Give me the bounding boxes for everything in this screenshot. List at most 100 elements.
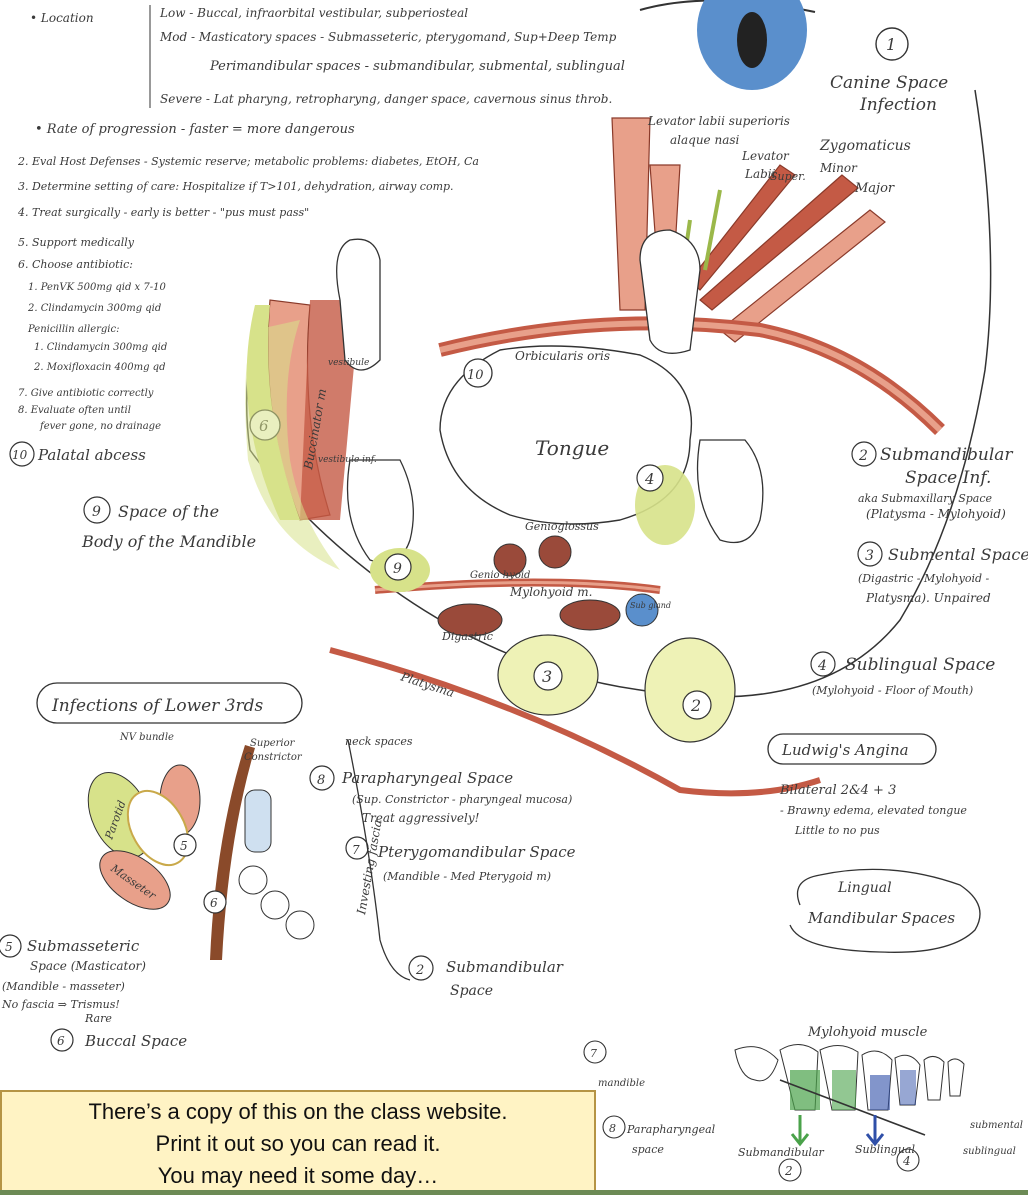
- sublingual-4-marker: 4: [644, 470, 655, 488]
- zygomaticus-label: Zygomaticus: [819, 138, 911, 154]
- subm-no-fascia: No fascia ⇒ Trismus!: [1, 998, 120, 1011]
- submental-3-marker: 3: [542, 667, 552, 686]
- step-6-1: 1. PenVK 500mg qid x 7-10: [28, 282, 166, 293]
- sublingual-number: 4: [817, 658, 827, 674]
- genioglossus-label: Genioglossus: [525, 520, 599, 533]
- mandible-b-label: mandible: [598, 1078, 645, 1089]
- ludwig-line-1: Bilateral 2&4 + 3: [779, 783, 896, 798]
- lower-thirds-section: Infections of Lower 3rds Parotid Massete…: [37, 683, 413, 960]
- canine-space-number: 1: [886, 35, 896, 54]
- neck-spaces-label: neck spaces: [345, 735, 413, 748]
- rate-of-progression: • Rate of progression - faster = more da…: [35, 122, 355, 137]
- nv-bundle-label: NV bundle: [119, 732, 174, 743]
- num-8b: 8: [609, 1122, 616, 1135]
- step-2: 2. Eval Host Defenses - Systemic reserve…: [17, 155, 479, 168]
- orbicularis-label: Orbicularis oris: [515, 349, 610, 363]
- subm-space: Space (Masticator): [30, 959, 146, 973]
- sm-number: 2: [415, 963, 424, 978]
- step-6: 6. Choose antibiotic:: [18, 258, 133, 271]
- sub-gland-label: Sub gland: [630, 601, 671, 610]
- ptery-number: 7: [352, 843, 360, 857]
- lower-teeth: [735, 1044, 964, 1135]
- step-8b: fever gone, no drainage: [39, 421, 161, 432]
- blue-arrow-icon: [867, 1115, 883, 1144]
- step-6-allergic: Penicillin allergic:: [27, 324, 119, 335]
- location-mod-2: Perimandibular spaces - submandibular, s…: [209, 59, 625, 74]
- step-7: 7. Give antibiotic correctly: [18, 388, 154, 399]
- submental-number: 3: [865, 548, 874, 564]
- submandibular-b-label: Submandibular: [738, 1146, 824, 1159]
- body-mandible-9-marker: 9: [393, 561, 402, 577]
- location-severe: Severe - Lat pharyng, retropharyng, dang…: [160, 92, 612, 106]
- lower-thirds-title: Infections of Lower 3rds: [51, 696, 264, 716]
- submandibular-title-2: Space Inf.: [905, 468, 991, 488]
- location-low: Low - Buccal, infraorbital vestibular, s…: [159, 6, 468, 20]
- platysma-label: Platysma: [398, 669, 456, 700]
- para-bounds: (Sup. Constrictor - pharyngeal mucosa): [352, 793, 572, 806]
- canine-space-title-2: Infection: [859, 95, 937, 115]
- note-line-3: You may need it some day…: [2, 1160, 594, 1192]
- sublingual-bounds: (Mylohyoid - Floor of Mouth): [812, 684, 973, 697]
- note-box: There’s a copy of this on the class webs…: [0, 1090, 596, 1192]
- right-labels: 2 Submandibular Space Inf. aka Submaxill…: [768, 442, 1028, 837]
- num-7b: 7: [590, 1047, 597, 1060]
- geniohyoid-label: Genio hyoid: [470, 570, 530, 581]
- superior-constrictor-label-2: Constrictor: [244, 752, 303, 763]
- sublingual-title: Sublingual Space: [845, 655, 995, 675]
- lingual-title-2: Mandibular Spaces: [807, 909, 955, 927]
- mylohyoid-m-label: Mylohyoid m.: [509, 585, 592, 599]
- investing-fascia-label: Investing fascia: [354, 819, 385, 917]
- step-6-allergic-1: 1. Clindamycin 300mg qid: [34, 342, 167, 353]
- orbicularis-10-number: 10: [467, 368, 484, 383]
- bottom-accent-bar: [0, 1190, 1028, 1195]
- subm-number: 5: [5, 940, 13, 954]
- step-6-allergic-2: 2. Moxifloxacin 400mg qd: [33, 362, 165, 373]
- levator-labii-label: Levator: [741, 149, 790, 163]
- canine-space-title-1: Canine Space: [830, 73, 948, 93]
- sm-title-2: Space: [450, 983, 493, 999]
- subm-title: Submasseteric: [27, 937, 140, 955]
- subm-bounds: (Mandible - masseter): [2, 980, 125, 993]
- levator-labii-sup-label: Levator labii superioris: [647, 114, 790, 128]
- lingual-mandibular-section: Lingual Mandibular Spaces Mylohyoid musc…: [584, 869, 1023, 1181]
- submandibular-aka: aka Submaxillary Space: [858, 492, 993, 505]
- sublingual-c-label: sublingual: [963, 1146, 1016, 1157]
- parapharyngeal-section: 8 Parapharyngeal Space (Sup. Constrictor…: [0, 740, 576, 1051]
- ludwig-title: Ludwig's Angina: [781, 741, 909, 759]
- submandibular-title-1: Submandibular: [880, 445, 1013, 465]
- ludwig-line-2: - Brawny edema, elevated tongue: [780, 804, 967, 817]
- submandibular-2-marker: 2: [690, 696, 701, 715]
- num-2b: 2: [784, 1164, 793, 1178]
- submandibular-number: 2: [858, 448, 868, 464]
- step-4: 4. Treat surgically - early is better - …: [17, 206, 309, 219]
- sm-title-1: Submandibular: [446, 958, 564, 976]
- step-5: 5. Support medically: [18, 236, 135, 249]
- submandibular-bounds: (Platysma - Mylohyoid): [866, 507, 1006, 521]
- step-6-2: 2. Clindamycin 300mg qid: [27, 303, 161, 314]
- location-mod: Mod - Masticatory spaces - Submasseteric…: [159, 30, 617, 44]
- step-3: 3. Determine setting of care: Hospitaliz…: [18, 180, 454, 193]
- location-label: • Location: [30, 11, 94, 25]
- submental-bounds-1: (Digastric - Mylohyoid -: [858, 572, 990, 585]
- buccal-title: Buccal Space: [84, 1032, 187, 1050]
- step-8: 8. Evaluate often until: [18, 405, 131, 416]
- submental-title: Submental Space: [888, 545, 1028, 564]
- eye-illustration: [640, 0, 815, 90]
- palatal-number: 10: [12, 448, 28, 462]
- note-line-2: Print it out so you can read it.: [2, 1128, 594, 1160]
- buccal-6-marker: 6: [210, 896, 218, 910]
- submental-bounds-2: Platysma). Unpaired: [865, 591, 991, 605]
- parapharyngeal-b-label-2: space: [632, 1143, 664, 1156]
- vestibule-inf-label: vestibule inf.: [318, 455, 377, 465]
- super-label: Super.: [770, 170, 806, 183]
- palatal-label: Palatal abcess: [37, 446, 146, 464]
- para-title: Parapharyngeal Space: [341, 769, 513, 787]
- tongue-label: Tongue: [535, 436, 609, 460]
- buccal-5-marker: 5: [180, 839, 188, 853]
- body-mandible-number: 9: [92, 504, 101, 520]
- body-mandible-title-2: Body of the Mandible: [81, 532, 256, 551]
- superior-constrictor-label-1: Superior: [250, 738, 296, 749]
- vestibule-label: vestibule: [328, 358, 369, 368]
- zygomaticus-minor-label: Minor: [819, 161, 858, 175]
